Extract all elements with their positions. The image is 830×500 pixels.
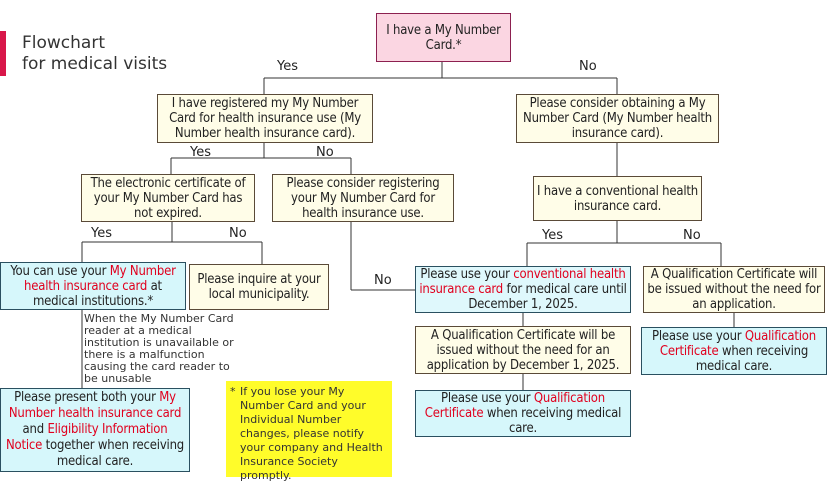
title-line-1: Flowchart — [22, 33, 105, 53]
edge-label-no: No — [374, 273, 392, 288]
edge-label-no: No — [683, 228, 701, 243]
node-consider-obtaining: Please consider obtaining a My Number Ca… — [516, 94, 719, 143]
node-registered: I have registered my My Number Card for … — [157, 94, 373, 143]
node-qc-issued-right-text: A Qualification Certificate will be issu… — [647, 267, 821, 312]
node-use-qc-mid: Please use your Qualification Certificat… — [415, 390, 631, 437]
node-can-use: You can use your My Number health insura… — [0, 262, 186, 310]
node-can-use-text: You can use your My Number health insura… — [10, 263, 176, 309]
node-present-both-text: Please present both your My Number healt… — [5, 390, 185, 469]
node-start: I have a My Number Card.* — [376, 13, 511, 62]
node-consider-registering: Please consider registering your My Numb… — [272, 174, 454, 222]
node-use-conventional: Please use your conventional health insu… — [415, 266, 631, 313]
node-inquire: Please inquire at your local municipalit… — [189, 264, 329, 310]
footnote-mark: * — [230, 385, 236, 398]
node-cert-not-expired: The electronic certificate of your My Nu… — [81, 174, 255, 222]
node-consider-registering-text: Please consider registering your My Numb… — [286, 175, 440, 221]
node-have-conventional: I have a conventional health insurance c… — [533, 176, 702, 221]
footnote-box: * If you lose your My Number Card and yo… — [226, 381, 392, 482]
edge-label-no: No — [229, 226, 247, 241]
node-qc-issued-mid: A Qualification Certificate will be issu… — [415, 326, 631, 374]
node-present-both: Please present both your My Number healt… — [0, 388, 190, 472]
edge-label-no: No — [579, 59, 597, 74]
edge-label-yes: Yes — [542, 228, 563, 243]
node-start-text: I have a My Number Card.* — [386, 22, 501, 53]
card-reader-note: When the My Number Card reader at a medi… — [84, 312, 234, 385]
footnote-text: If you lose your My Number Card and your… — [240, 385, 383, 482]
node-qc-issued-right: A Qualification Certificate will be issu… — [643, 266, 825, 313]
node-use-qc-mid-text: Please use your Qualification Certificat… — [424, 391, 622, 436]
edge-label-no: No — [316, 145, 334, 160]
node-consider-obtaining-text: Please consider obtaining a My Number Ca… — [523, 96, 712, 141]
node-inquire-text: Please inquire at your local municipalit… — [197, 272, 321, 302]
title-line-2: for medical visits — [22, 54, 168, 74]
title-accent-bar — [0, 31, 6, 76]
node-registered-text: I have registered my My Number Card for … — [169, 96, 361, 141]
node-qc-issued-mid-text: A Qualification Certificate will be issu… — [426, 327, 620, 373]
node-use-conventional-text: Please use your conventional health insu… — [419, 267, 627, 312]
edge-label-yes: Yes — [91, 226, 112, 241]
edge-label-yes: Yes — [277, 59, 298, 74]
edge-label-yes: Yes — [190, 145, 211, 160]
page-title: Flowchart for medical visits — [22, 33, 167, 75]
node-have-conventional-text: I have a conventional health insurance c… — [537, 183, 698, 214]
node-use-qc-right-text: Please use your Qualification Certificat… — [652, 328, 816, 374]
node-cert-not-expired-text: The electronic certificate of your My Nu… — [90, 175, 246, 221]
node-use-qc-right: Please use your Qualification Certificat… — [641, 327, 827, 375]
